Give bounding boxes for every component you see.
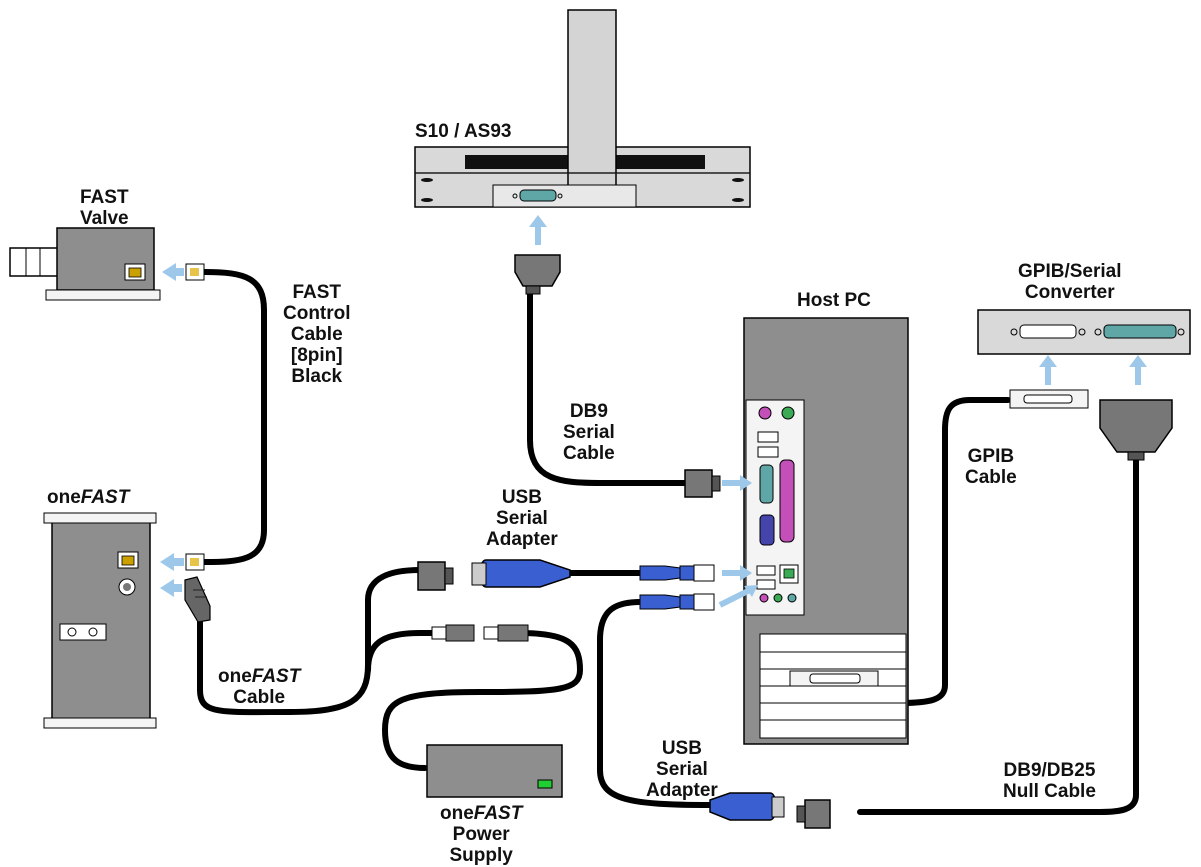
pc-port-arrows: [718, 475, 758, 608]
usb-adapter-1-label: USB Serial Adapter: [486, 487, 558, 550]
fast-valve-device: [9, 227, 161, 301]
onefast-device: [43, 512, 157, 729]
gpib-connector: [1009, 389, 1089, 409]
gpib-serial-converter: [977, 309, 1191, 355]
onefast-power-supply-label: oneFAST Power Supply: [440, 803, 523, 866]
s10-as93-label: S10 / AS93: [415, 121, 512, 142]
power-supply-cable: [381, 630, 584, 771]
db25-connector: [1099, 399, 1173, 461]
usb-serial-adapter-2: [639, 593, 831, 829]
db9-connector-s10: [514, 215, 561, 295]
host-pc-label: Host PC: [797, 290, 871, 311]
gpib-converter-arrows: [1039, 355, 1147, 385]
host-pc: [743, 317, 909, 745]
fast-valve-rj-connector: [162, 263, 205, 281]
gpib-cable: [877, 397, 1011, 706]
usb-adapter-2-label: USB Serial Adapter: [646, 738, 718, 801]
s10-as93-device: [414, 9, 751, 208]
onefast-round-connector: [160, 576, 211, 623]
null-cable-label: DB9/DB25 Null Cable: [1003, 760, 1096, 802]
fast-valve-label: FAST Valve: [80, 187, 129, 229]
db9-connector-pc: [684, 469, 721, 498]
db9-serial-cable: [527, 289, 693, 486]
null-cable: [857, 452, 1139, 815]
onefast-rj-connector: [160, 553, 205, 571]
onefast-cable-branch: [365, 630, 443, 673]
onefast-cable: [197, 567, 423, 716]
onefast-cable-label: oneFAST Cable: [218, 666, 301, 708]
usb-serial-adapter-1: [417, 559, 715, 591]
fast-control-cable-label: FAST Control Cable [8pin] Black: [283, 282, 351, 387]
usb-adapter-2-cable: [597, 599, 713, 808]
db9-serial-cable-label: DB9 Serial Cable: [563, 401, 615, 464]
onefast-power-supply: [426, 744, 563, 798]
onefast-label: oneFAST: [47, 487, 130, 508]
gpib-converter-label: GPIB/Serial Converter: [1018, 261, 1122, 303]
cables: [197, 269, 1139, 815]
fast-control-cable: [202, 269, 267, 565]
gpib-cable-label: GPIB Cable: [965, 446, 1017, 488]
power-cable-plugs: [431, 624, 529, 642]
